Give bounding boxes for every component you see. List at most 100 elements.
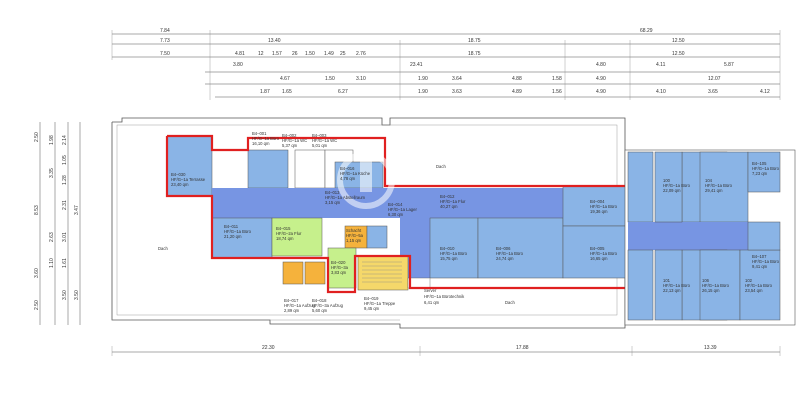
svg-text:B4–010: B4–010: [440, 246, 455, 251]
svg-text:9,45 qm: 9,45 qm: [364, 306, 380, 311]
svg-text:40,27 qm: 40,27 qm: [440, 204, 458, 209]
svg-text:HF/G–3a Aufzug: HF/G–3a Aufzug: [312, 303, 344, 308]
svg-text:HF/G–1a Büro: HF/G–1a Büro: [590, 251, 618, 256]
room-b4-010: [429, 217, 479, 279]
room-106: [699, 249, 741, 321]
rooms-left: [166, 135, 631, 291]
dim-text: 26: [292, 51, 298, 57]
svg-text:106: 106: [702, 278, 710, 283]
svg-text:HF/G–5a: HF/G–5a: [346, 233, 364, 238]
dim-text: 4.90: [596, 76, 606, 82]
svg-text:HF/G–3a: HF/G–3a: [331, 265, 349, 270]
dim-text: 18.75: [468, 38, 481, 44]
dim-text: 4.11: [656, 62, 666, 68]
room-b4-014: [366, 225, 388, 249]
dim-text: 1.50: [305, 51, 315, 57]
room-b4-019: [357, 255, 409, 291]
svg-text:24,74 qm: 24,74 qm: [496, 256, 514, 261]
dim-text: 12.50: [672, 38, 685, 44]
svg-text:HF/G–1a Terrasse: HF/G–1a Terrasse: [171, 177, 206, 182]
svg-text:B4–030: B4–030: [171, 172, 186, 177]
room-b4-001: [247, 149, 289, 189]
dim-text: 13.40: [268, 38, 281, 44]
svg-text:22,13 qm: 22,13 qm: [663, 288, 681, 293]
svg-text:HF/G–1a Aufzug: HF/G–1a Aufzug: [284, 303, 316, 308]
dim-text: 68.29: [640, 28, 653, 34]
svg-text:15,75 qm: 15,75 qm: [440, 256, 458, 261]
dim-text: 13.39: [704, 345, 717, 351]
svg-text:7,23 qm: 7,23 qm: [752, 171, 768, 176]
svg-text:HF/G–1a Flur: HF/G–1a Flur: [440, 199, 466, 204]
svg-text:6,30 qm: 6,30 qm: [388, 212, 404, 217]
dim-text: 1.05: [62, 155, 68, 165]
svg-text:101: 101: [663, 278, 671, 283]
svg-text:B4–013: B4–013: [325, 190, 340, 195]
room-b4-017: [282, 261, 304, 285]
dim-text: 1.90: [418, 76, 428, 82]
room-b4-004: [562, 185, 631, 227]
svg-text:HF/G–1a Büro: HF/G–1a Büro: [663, 283, 691, 288]
svg-text:B4–004: B4–004: [590, 199, 605, 204]
svg-text:HF/G–1a Büro: HF/G–1a Büro: [745, 283, 773, 288]
svg-text:1,15 qm: 1,15 qm: [346, 238, 362, 243]
dim-text: 1.87: [260, 89, 270, 95]
dim-text: 7.50: [160, 51, 170, 57]
room-b4-020: [327, 247, 357, 289]
svg-text:B4–002: B4–002: [282, 133, 297, 138]
svg-text:B4–018: B4–018: [312, 298, 327, 303]
dim-text: 1.56: [552, 89, 562, 95]
room-left-strip: [627, 151, 654, 223]
room-105: [747, 151, 781, 193]
dim-text: 1.50: [325, 76, 335, 82]
rental-area-boundary: [165, 134, 632, 294]
room-b4-005: [562, 225, 631, 279]
svg-text:B4–005: B4–005: [590, 246, 605, 251]
svg-text:16,65 qm: 16,65 qm: [590, 256, 608, 261]
svg-text:102: 102: [745, 278, 753, 283]
svg-text:HF/G–1a Büro: HF/G–1a Büro: [702, 283, 730, 288]
svg-text:B4–105: B4–105: [752, 161, 767, 166]
dim-text: 5.87: [724, 62, 734, 68]
room-b4-015: [271, 217, 323, 257]
dim-text: 3.01: [62, 232, 68, 242]
svg-text:23,54 qm: 23,54 qm: [745, 288, 763, 293]
dim-text: 1.10: [49, 258, 55, 268]
svg-text:5,01 qm: 5,01 qm: [312, 143, 328, 148]
dim-text: 3.50: [74, 290, 80, 300]
room-b4-002: [294, 149, 326, 189]
svg-text:B4–012: B4–012: [440, 194, 455, 199]
dim-text: 4.90: [596, 89, 606, 95]
dim-text: 4.88: [512, 76, 522, 82]
svg-text:HF/G–1a Treppe: HF/G–1a Treppe: [364, 301, 396, 306]
rooms-right: [624, 149, 796, 326]
dim-text: 1.98: [49, 135, 55, 145]
dim-text: 12.07: [708, 76, 721, 82]
dim-text: 7.84: [160, 28, 170, 34]
svg-text:100: 100: [663, 178, 671, 183]
room-b4-012: [212, 188, 630, 218]
dim-text: 4.10: [656, 89, 666, 95]
svg-text:29,41 qm: 29,41 qm: [705, 188, 723, 193]
svg-text:4,78 qm: 4,78 qm: [340, 176, 356, 181]
svg-text:B4–015: B4–015: [276, 226, 291, 231]
svg-text:HF/G–1a Büro: HF/G–1a Büro: [590, 204, 618, 209]
room-102: [739, 249, 781, 321]
watermark-logo: [337, 150, 395, 209]
svg-text:HF/G–1a Büro: HF/G–1a Büro: [752, 259, 780, 264]
svg-text:9,41 qm: 9,41 qm: [752, 264, 768, 269]
svg-text:16,10 qm: 16,10 qm: [252, 141, 270, 146]
svg-text:HF/G–1a Büro: HF/G–1a Büro: [252, 136, 280, 141]
svg-text:23,40 qm: 23,40 qm: [171, 182, 189, 187]
